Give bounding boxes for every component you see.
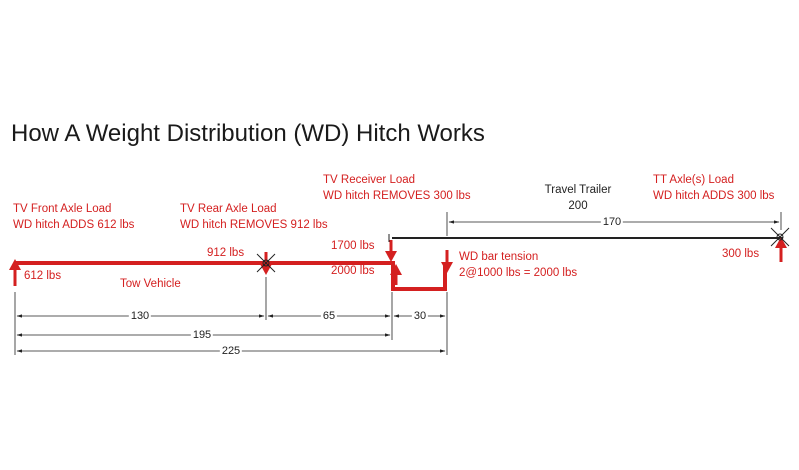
tv-front-axle-note: WD hitch ADDS 612 lbs <box>13 219 135 231</box>
dim-trailer-length: 170 <box>600 216 624 228</box>
tt-axle-force-arrow <box>775 237 787 262</box>
wd-bar-label: WD bar tension 2@1000 lbs = 2000 lbs <box>459 249 577 281</box>
tv-rear-axle-note: WD hitch REMOVES 912 lbs <box>180 219 328 231</box>
tv-rear-axle-title: TV Rear Axle Load <box>180 203 277 215</box>
tt-axle-pivot-marker <box>770 227 790 247</box>
travel-trailer-label: Travel Trailer 200 <box>536 182 620 214</box>
front-force-value: 612 lbs <box>24 270 62 282</box>
receiver-up-force-arrow <box>390 264 402 285</box>
diagram-title: How A Weight Distribution (WD) Hitch Wor… <box>11 120 485 147</box>
dim-front-to-hitch: 195 <box>190 329 214 341</box>
tt-axle-force-value: 300 lbs <box>722 248 760 260</box>
dim-rear-to-hitch: 65 <box>320 310 338 322</box>
dim-front-to-bar: 225 <box>219 345 243 357</box>
tv-front-axle-title: TV Front Axle Load <box>13 203 112 215</box>
tt-axle-label: TT Axle(s) Load WD hitch ADDS 300 lbs <box>653 172 774 204</box>
front-axle-force-arrow <box>9 259 21 286</box>
dimension-extension-lines <box>14 212 782 355</box>
travel-trailer-name: Travel Trailer <box>544 184 612 196</box>
dim-front-to-rear: 130 <box>128 310 152 322</box>
travel-trailer-weight: 200 <box>568 200 588 212</box>
wd-bar-title: WD bar tension <box>459 251 539 263</box>
tv-receiver-title: TV Receiver Load <box>323 174 416 186</box>
tv-receiver-label: TV Receiver Load WD hitch REMOVES 300 lb… <box>323 172 471 204</box>
wd-bar-formula: 2@1000 lbs = 2000 lbs <box>459 267 578 279</box>
tow-vehicle-label: Tow Vehicle <box>120 278 181 290</box>
receiver-up-force-value: 2000 lbs <box>331 265 375 277</box>
rear-force-value: 912 lbs <box>207 247 245 259</box>
wd-bar-tension-arrow <box>441 250 453 273</box>
receiver-down-force-value: 1700 lbs <box>331 240 375 252</box>
tv-receiver-note: WD hitch REMOVES 300 lbs <box>323 190 471 202</box>
tv-front-axle-label: TV Front Axle Load WD hitch ADDS 612 lbs <box>13 201 134 233</box>
receiver-down-force-arrow <box>385 240 397 262</box>
dim-hitch-to-bar: 30 <box>411 310 429 322</box>
tv-rear-axle-label: TV Rear Axle Load WD hitch REMOVES 912 l… <box>180 201 328 233</box>
tt-axle-title: TT Axle(s) Load <box>653 174 734 186</box>
hitch-drop-bracket <box>391 263 447 291</box>
tt-axle-note: WD hitch ADDS 300 lbs <box>653 190 775 202</box>
rear-axle-pivot-marker <box>256 253 276 273</box>
